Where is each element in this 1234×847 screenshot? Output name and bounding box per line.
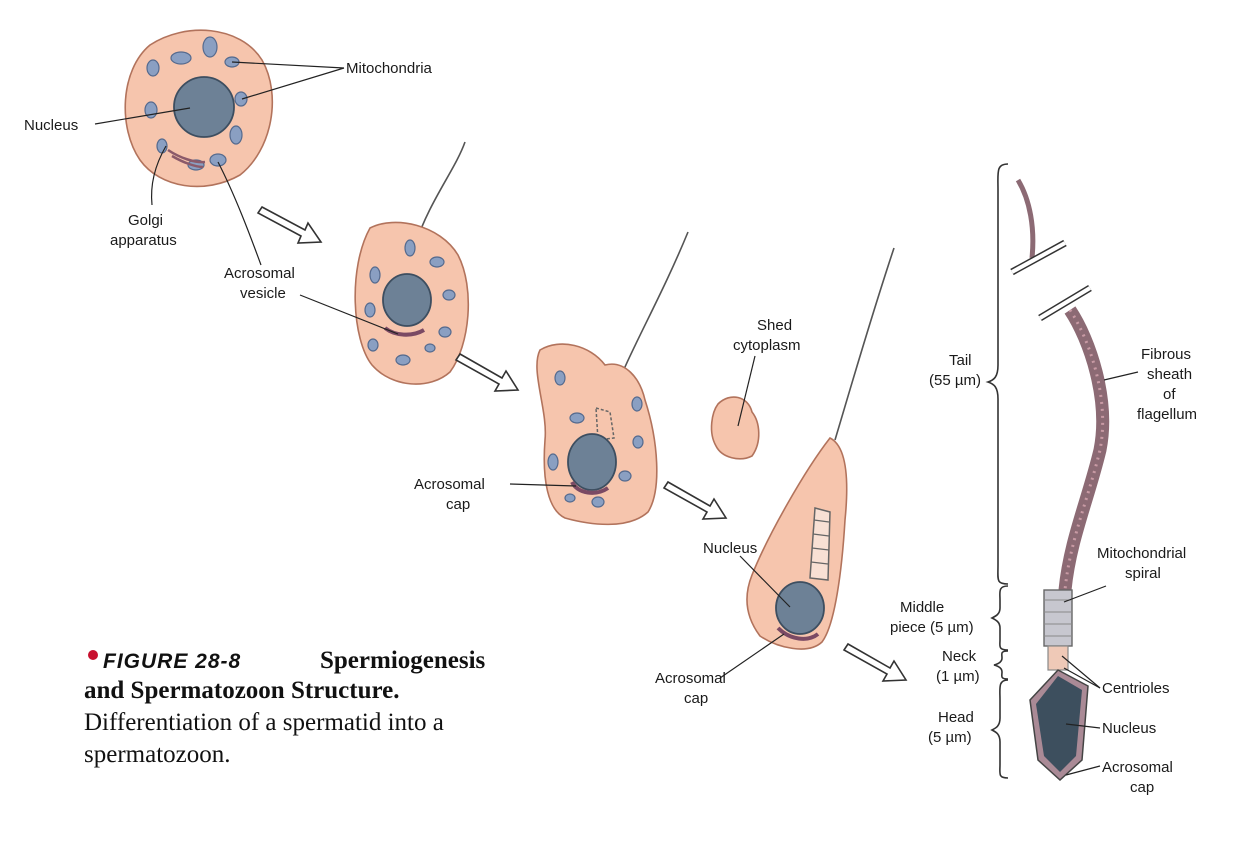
label-acrosomal-cap-c-line1: Acrosomal (1102, 759, 1173, 776)
label-shed-line1: Shed (757, 317, 792, 334)
nucleus-stage-1 (173, 76, 235, 138)
nucleus-stage-3 (567, 433, 617, 491)
spermatid-stage-4 (746, 247, 895, 650)
label-acrosomal-cap-a-line1: Acrosomal (414, 476, 485, 493)
caption-body-line2: spermatozoon. (84, 741, 230, 768)
middle-piece (1043, 589, 1073, 647)
label-head-line1: Head (938, 709, 974, 726)
caption-body-line1: Differentiation of a spermatid into a (84, 709, 444, 736)
brace-head (990, 679, 1009, 779)
caption-title-line2: and Spermatozoon Structure. (84, 677, 400, 704)
label-mito-spiral-line1: Mitochondrial (1097, 545, 1186, 562)
caption-bullet (88, 650, 98, 660)
nucleus-stage-2 (382, 273, 432, 327)
label-shed-line2: cytoplasm (733, 337, 801, 354)
progression-arrow-4 (842, 642, 908, 682)
label-tail-line2: (55 µm) (929, 372, 981, 389)
nucleus-stage-4 (775, 581, 825, 635)
label-fibrous-line4: flagellum (1137, 406, 1197, 423)
label-mitochondria: Mitochondria (346, 60, 433, 77)
label-mito-spiral-line2: spiral (1125, 565, 1161, 582)
progression-arrow-1 (256, 205, 323, 244)
label-middle-line1: Middle (900, 599, 944, 616)
label-golgi-line1: Golgi (128, 212, 163, 229)
label-acrosomal-cap-c-line2: cap (1130, 779, 1154, 796)
shed-cytoplasm (710, 396, 760, 460)
label-acrosomal-vesicle-line2: vesicle (240, 285, 286, 302)
figure-caption: FIGURE 28-8 Spermiogenesis and Spermatoz… (84, 647, 486, 768)
progression-arrow-3 (662, 480, 728, 520)
measurement-braces (985, 163, 1009, 779)
label-fibrous-line3: of (1163, 386, 1176, 403)
progression-arrow-2 (454, 352, 520, 392)
golgi-apparatus-1 (167, 148, 206, 169)
caption-title-line1: Spermiogenesis (320, 647, 486, 674)
label-centrioles: Centrioles (1102, 680, 1170, 697)
label-tail-line1: Tail (949, 352, 972, 369)
label-middle-line2: piece (5 µm) (890, 619, 974, 636)
label-nucleus-3: Nucleus (1102, 720, 1156, 737)
label-nucleus-2: Nucleus (703, 540, 757, 557)
mitochondria-group-3 (547, 370, 644, 508)
brace-neck (993, 650, 1009, 680)
caption-figure-number: FIGURE 28-8 (103, 650, 241, 673)
brace-middle-piece (990, 585, 1009, 651)
label-golgi-line2: apparatus (110, 232, 177, 249)
label-neck-line2: (1 µm) (936, 668, 980, 685)
label-acrosomal-cap-b-line2: cap (684, 690, 708, 707)
label-acrosomal-cap-a-line2: cap (446, 496, 470, 513)
stage-1-leaders (94, 61, 345, 266)
label-texts: Mitochondria Nucleus Golgi apparatus Acr… (24, 60, 1197, 796)
mitochondria-group-2 (364, 239, 456, 366)
spermatid-stage-2 (354, 141, 470, 385)
brace-tail (985, 163, 1009, 585)
spermatozoon-leaders (1061, 371, 1139, 776)
label-nucleus-1: Nucleus (24, 117, 78, 134)
label-neck-line1: Neck (942, 648, 977, 665)
label-acrosomal-vesicle-line1: Acrosomal (224, 265, 295, 282)
spermatid-stage-1 (124, 29, 274, 188)
label-acrosomal-cap-b-line1: Acrosomal (655, 670, 726, 687)
label-head-line2: (5 µm) (928, 729, 972, 746)
label-fibrous-line2: sheath (1147, 366, 1192, 383)
label-fibrous-line1: Fibrous (1141, 346, 1191, 363)
spermatid-stage-3 (536, 231, 689, 526)
spermatozoon (1010, 178, 1110, 782)
